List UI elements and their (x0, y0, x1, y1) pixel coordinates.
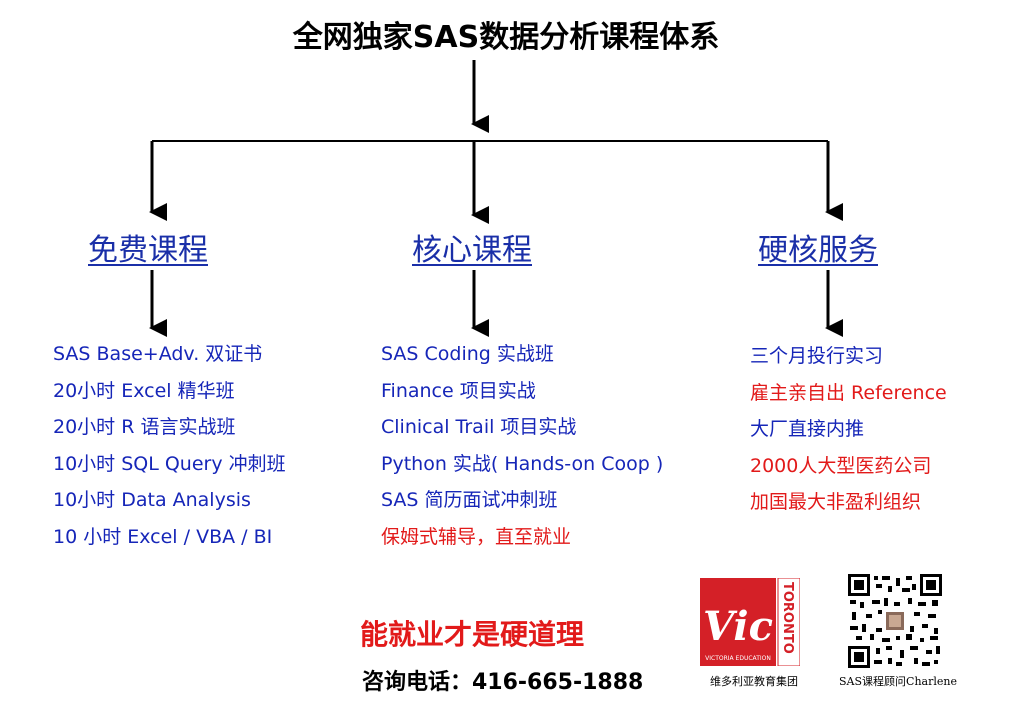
logo-side-text: TORONTO (780, 582, 795, 654)
list-item: 雇主亲自出 Reference (750, 381, 947, 404)
slogan: 能就业才是硬道理 (360, 618, 585, 651)
heading-free-courses[interactable]: 免费课程 (88, 233, 208, 268)
list-item: SAS Coding 实战班 (381, 343, 554, 365)
list-item: SAS Base+Adv. 双证书 (53, 343, 263, 365)
list-item: 2000人大型医药公司 (750, 454, 932, 477)
list-item: 20小时 Excel 精华班 (53, 379, 235, 402)
list-item: 三个月投行实习 (750, 345, 884, 367)
diagram-title: 全网独家SAS数据分析课程体系 (292, 20, 720, 55)
list-item: 大厂直接内推 (750, 418, 865, 440)
list-item: 10 小时 Excel / VBA / BI (53, 525, 273, 548)
list-item: SAS 简历面试冲刺班 (381, 489, 558, 511)
list-item: 加国最大非盈利组织 (750, 491, 922, 513)
qr-caption: SAS课程顾问Charlene (839, 675, 957, 688)
list-item: 10小时 SQL Query 冲刺班 (53, 452, 286, 475)
heading-core-services[interactable]: 硬核服务 (758, 233, 878, 268)
logo-small-text: VICTORIA EDUCATION (705, 655, 771, 662)
list-item: Clinical Trail 项目实战 (381, 416, 577, 438)
victoria-education-logo: Vic VICTORIA EDUCATION TORONTO (700, 577, 801, 667)
logo-caption: 维多利亚教育集团 (710, 675, 798, 688)
logo-letters: Vic (703, 603, 773, 650)
list-item: 10小时 Data Analysis (53, 489, 251, 511)
list-item: Finance 项目实战 (381, 379, 536, 402)
list-item: 20小时 R 语言实战班 (53, 416, 236, 438)
free-course-list: SAS Base+Adv. 双证书 20小时 Excel 精华班 20小时 R … (53, 336, 286, 555)
qr-code[interactable] (848, 574, 942, 668)
phone-number[interactable]: 咨询电话：416-665-1888 (362, 670, 644, 695)
service-list: 三个月投行实习 雇主亲自出 Reference 大厂直接内推 2000人大型医药… (750, 338, 947, 521)
list-item: 保姆式辅导，直至就业 (381, 525, 572, 548)
heading-core-courses[interactable]: 核心课程 (412, 233, 532, 268)
core-course-list: SAS Coding 实战班 Finance 项目实战 Clinical Tra… (381, 336, 663, 555)
list-item: Python 实战( Hands-on Coop ) (381, 452, 664, 475)
